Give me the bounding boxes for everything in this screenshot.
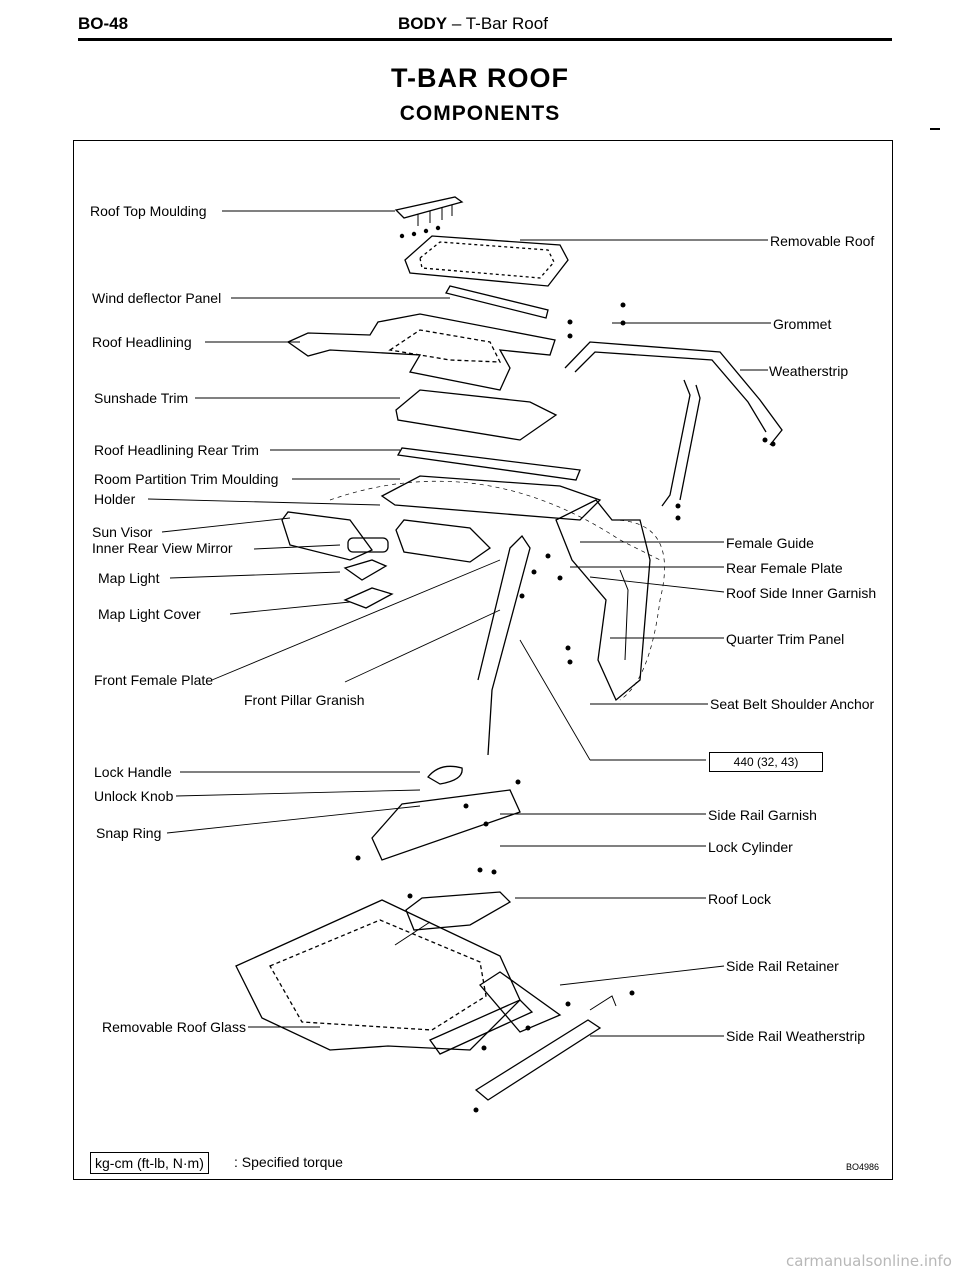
label-roof-side-inner-garnish: Roof Side Inner Garnish <box>726 585 877 601</box>
label-quarter-trim-panel: Quarter Trim Panel <box>726 631 845 647</box>
label-roof-lock: Roof Lock <box>708 891 772 907</box>
label-removable-roof-glass: Removable Roof Glass <box>102 1019 246 1035</box>
section-name: BODY <box>398 14 448 33</box>
page-number: BO-48 <box>78 14 129 33</box>
label-female-guide: Female Guide <box>726 535 814 551</box>
torque-unit-box: kg-cm (ft-lb, N·m) <box>90 1152 209 1174</box>
watermark-footer: carmanualsonline.info <box>786 1252 952 1270</box>
margin-mark <box>930 128 940 130</box>
label-snap-ring: Snap Ring <box>96 825 162 841</box>
figure-code: BO4986 <box>846 1162 880 1172</box>
label-map-light: Map Light <box>98 570 160 586</box>
label-side-rail-weatherstrip: Side Rail Weatherstrip <box>726 1028 866 1044</box>
label-lock-handle: Lock Handle <box>94 764 172 780</box>
label-front-pillar-granish: Front Pillar Granish <box>244 692 365 708</box>
label-map-light-cover: Map Light Cover <box>98 606 201 622</box>
label-weatherstrip: Weatherstrip <box>769 363 849 379</box>
page-subtitle: COMPONENTS <box>399 102 561 125</box>
header-rule <box>78 38 892 41</box>
torque-spec-box: 440 (32, 43) <box>709 752 823 772</box>
label-inner-rear-view-mirror: Inner Rear View Mirror <box>92 540 233 556</box>
label-removable-roof: Removable Roof <box>770 233 875 249</box>
section-separator: – <box>447 14 466 33</box>
section-heading: BODY – T-Bar Roof <box>398 14 548 34</box>
label-side-rail-retainer: Side Rail Retainer <box>726 958 839 974</box>
label-grommet: Grommet <box>773 316 832 332</box>
label-seat-belt-shoulder-anchor: Seat Belt Shoulder Anchor <box>710 696 875 712</box>
label-wind-deflector-panel: Wind deflector Panel <box>92 290 222 306</box>
section-topic: T-Bar Roof <box>465 14 548 33</box>
label-room-partition-trim-moulding: Room Partition Trim Moulding <box>94 471 279 487</box>
legend-text: : Specified torque <box>234 1154 343 1170</box>
label-unlock-knob: Unlock Knob <box>94 788 174 804</box>
label-front-female-plate: Front Female Plate <box>94 672 214 688</box>
label-roof-headlining-rear-trim: Roof Headlining Rear Trim <box>94 442 259 458</box>
label-sunshade-trim: Sunshade Trim <box>94 390 189 406</box>
label-roof-headlining: Roof Headlining <box>92 334 192 350</box>
label-sun-visor: Sun Visor <box>92 524 153 540</box>
diagram-frame <box>73 140 893 1180</box>
leader-lines <box>147 210 771 1037</box>
label-side-rail-garnish: Side Rail Garnish <box>708 807 817 823</box>
label-holder: Holder <box>94 491 136 507</box>
label-rear-female-plate: Rear Female Plate <box>726 560 843 576</box>
label-roof-top-moulding: Roof Top Moulding <box>90 203 207 219</box>
page-title: T-BAR ROOF <box>391 63 569 93</box>
label-lock-cylinder: Lock Cylinder <box>708 839 793 855</box>
